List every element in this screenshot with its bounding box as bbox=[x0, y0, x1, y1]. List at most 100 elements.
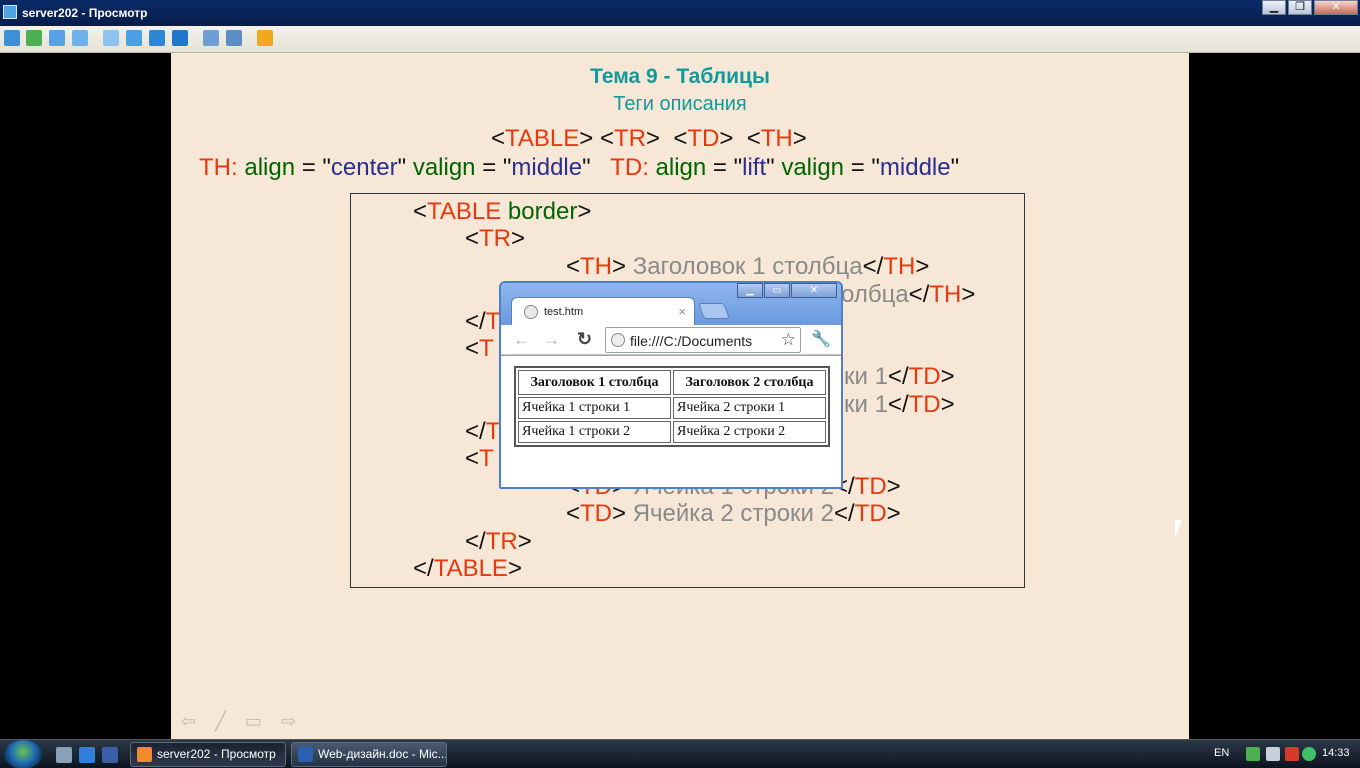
text-fragment: > bbox=[792, 125, 807, 152]
task-server202[interactable]: server202 - Просмотр bbox=[130, 742, 286, 767]
pen-icon[interactable]: ╱ bbox=[215, 711, 226, 731]
scale-icon[interactable] bbox=[126, 30, 142, 46]
attributes-line: TH: align = "center" valign = "middle" T… bbox=[199, 154, 959, 182]
tag-name: TD bbox=[687, 125, 720, 152]
text-fragment: " bbox=[950, 154, 960, 181]
table-cell: Ячейка 1 строки 2 bbox=[518, 421, 671, 443]
code-line: <TABLE border> bbox=[413, 198, 591, 226]
text-fragment: </ bbox=[908, 281, 930, 308]
code-line: ки 1</TD> bbox=[844, 363, 955, 391]
address-bar[interactable]: file:///C:/Documents ☆ bbox=[605, 327, 801, 353]
start-button[interactable] bbox=[4, 740, 42, 768]
text-fragment: </ bbox=[862, 253, 884, 280]
text-fragment: > bbox=[940, 363, 955, 390]
text-fragment: = " bbox=[844, 154, 880, 181]
attr-name: valign bbox=[781, 154, 845, 181]
forward-icon[interactable]: → bbox=[543, 330, 560, 349]
table-cell: Ячейка 1 строки 1 bbox=[518, 397, 671, 419]
disconnect-icon[interactable] bbox=[257, 30, 273, 46]
tools-icon[interactable] bbox=[226, 30, 242, 46]
text-fragment: < bbox=[465, 335, 480, 362]
task-word-document[interactable]: Web-дизайн.doc - Mic... bbox=[291, 742, 447, 767]
fit-screen-icon[interactable] bbox=[172, 30, 188, 46]
wrench-icon[interactable]: 🔧 bbox=[811, 331, 831, 348]
browser-close-button[interactable]: ✕ bbox=[791, 283, 837, 298]
call-icon[interactable] bbox=[49, 30, 65, 46]
taskbar: server202 - Просмотр Web-дизайн.doc - Mi… bbox=[0, 739, 1360, 768]
presentation-slide: Тема 9 - Таблицы Теги описания <TABLE> <… bbox=[171, 53, 1189, 739]
code-line: <T bbox=[465, 335, 494, 363]
tag-name: T bbox=[479, 445, 494, 472]
new-tab-button[interactable] bbox=[698, 303, 730, 319]
rendered-table: Заголовок 1 столбца Заголовок 2 столбца … bbox=[514, 366, 830, 447]
volume-icon[interactable] bbox=[1266, 747, 1280, 761]
attr-name: border bbox=[501, 198, 578, 225]
internet-explorer-icon[interactable] bbox=[79, 747, 95, 763]
tag-name: TD bbox=[908, 391, 941, 418]
text-fragment: > bbox=[507, 555, 522, 582]
tag-name: T bbox=[479, 335, 494, 362]
text-fragment: < bbox=[491, 125, 506, 152]
back-icon[interactable]: ← bbox=[513, 330, 530, 349]
maximize-button[interactable]: ❐ bbox=[1288, 0, 1312, 15]
tags-line: <TABLE> <TR> <TD> <TH> bbox=[491, 125, 807, 153]
close-button[interactable]: ✕ bbox=[1314, 0, 1358, 15]
tag-name: TD bbox=[854, 473, 887, 500]
attr-value: middle bbox=[511, 154, 583, 181]
text-fragment: " bbox=[397, 154, 413, 181]
security-shield-icon[interactable] bbox=[1285, 747, 1299, 761]
browser-content: Заголовок 1 столбца Заголовок 2 столбца … bbox=[501, 356, 841, 487]
media-player-icon[interactable] bbox=[102, 747, 118, 763]
browser-minimize-button[interactable]: ▁ bbox=[737, 283, 763, 298]
text-fragment: </ bbox=[465, 418, 486, 445]
table-header: Заголовок 2 столбца bbox=[673, 370, 826, 395]
text-fragment: = " bbox=[475, 154, 512, 181]
network-icon[interactable] bbox=[1246, 747, 1260, 761]
table-row: Ячейка 1 строки 1 Ячейка 2 строки 1 bbox=[518, 397, 826, 419]
tab-close-icon[interactable]: × bbox=[678, 304, 686, 319]
attr-value: center bbox=[330, 154, 398, 181]
viewer-app-icon bbox=[137, 747, 152, 762]
refresh-screen-icon[interactable] bbox=[26, 30, 42, 46]
back-arrow-icon[interactable]: ⇦ bbox=[181, 711, 197, 731]
language-indicator[interactable]: EN bbox=[1214, 747, 1230, 759]
text-fragment: > bbox=[511, 225, 526, 252]
bookmark-star-icon[interactable]: ☆ bbox=[780, 330, 796, 349]
slide-nav: ⇦ ╱ ▭ ⇨ bbox=[181, 711, 310, 732]
code-line: </T bbox=[465, 418, 500, 446]
tag-name: TD bbox=[908, 363, 941, 390]
chat-icon[interactable] bbox=[72, 30, 88, 46]
screenshot-icon[interactable] bbox=[203, 30, 219, 46]
code-line: </T bbox=[465, 308, 500, 336]
tag-name: TR bbox=[485, 528, 518, 555]
text-fragment: > bbox=[612, 253, 633, 280]
code-box bbox=[350, 193, 1025, 588]
cell-text: ки 1 bbox=[844, 363, 888, 390]
code-line: ки 1</TD> bbox=[844, 391, 955, 419]
text-fragment: < bbox=[566, 500, 581, 527]
text-fragment: < bbox=[465, 225, 480, 252]
attr-name: valign bbox=[412, 154, 476, 181]
fullscreen-icon[interactable] bbox=[4, 30, 20, 46]
actual-size-icon[interactable] bbox=[149, 30, 165, 46]
code-line: олбца</TH> bbox=[841, 281, 975, 309]
status-tray-icon[interactable] bbox=[1302, 747, 1316, 761]
menu-icon[interactable]: ▭ bbox=[244, 711, 262, 731]
cell-text: Ячейка 2 строки 2 bbox=[632, 500, 834, 527]
window-mode-icon[interactable] bbox=[103, 30, 119, 46]
task-label: Web-дизайн.doc - Mic... bbox=[318, 747, 447, 761]
reload-icon[interactable]: ↻ bbox=[577, 329, 593, 349]
text-fragment: < bbox=[413, 198, 428, 225]
minimize-button[interactable]: ▁ bbox=[1262, 0, 1286, 15]
code-line: <TR> bbox=[465, 225, 525, 253]
window-titlebar[interactable]: server202 - Просмотр ▁ ❐ ✕ bbox=[0, 0, 1360, 26]
cell-text: ки 1 bbox=[844, 391, 888, 418]
forward-arrow-icon[interactable]: ⇨ bbox=[281, 711, 297, 731]
cell-text: Заголовок 1 столбца bbox=[632, 253, 863, 280]
show-desktop-icon[interactable] bbox=[56, 747, 72, 763]
browser-tab[interactable]: test.htm × bbox=[511, 297, 695, 327]
browser-window[interactable]: ▁ ▭ ✕ test.htm × ← → ↻ file:///C:/Docume… bbox=[499, 281, 843, 489]
text-fragment: > bbox=[961, 281, 976, 308]
tag-name: TD: bbox=[610, 154, 649, 181]
browser-maximize-button[interactable]: ▭ bbox=[764, 283, 790, 298]
